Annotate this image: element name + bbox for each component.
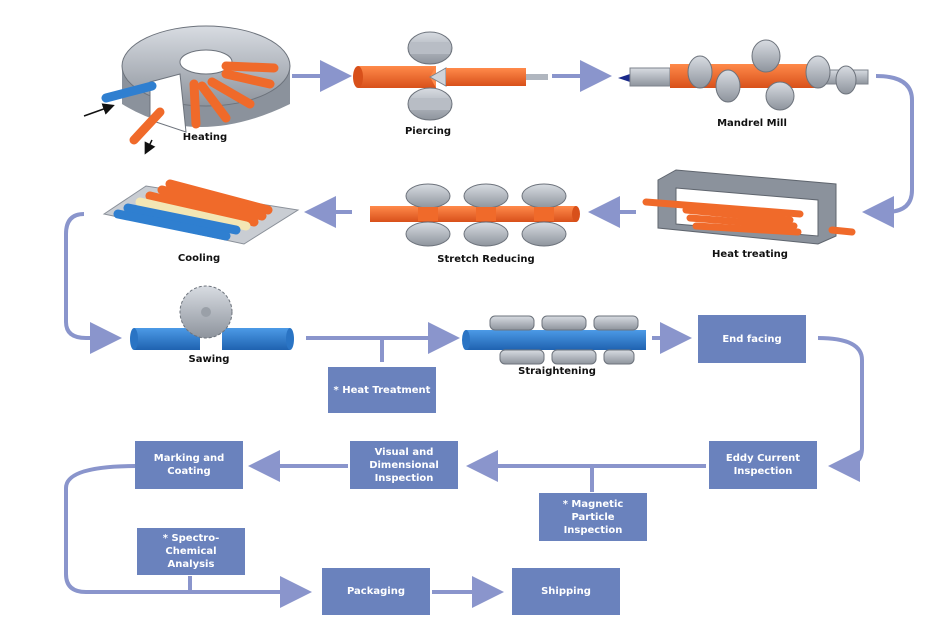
- box-magnetic-particle: * Magnetic Particle Inspection: [539, 493, 647, 541]
- box-visual-dimensional: Visual and Dimensional Inspection: [350, 441, 458, 489]
- heat-treating-illustration: [642, 169, 856, 245]
- cooling-illustration: [102, 179, 300, 245]
- label-stretch-reducing: Stretch Reducing: [437, 254, 535, 265]
- heating-furnace-illustration: [83, 25, 291, 155]
- box-eddy-current: Eddy Current Inspection: [709, 441, 817, 489]
- box-end-facing: End facing: [698, 315, 806, 363]
- stretch-reducing-illustration: [370, 183, 580, 247]
- label-straightening: Straightening: [518, 366, 596, 377]
- box-packaging: Packaging: [322, 568, 430, 615]
- box-spectro-chemical: * Spectro-Chemical Analysis: [137, 528, 245, 575]
- piercing-illustration: [353, 31, 548, 121]
- label-mandrel-mill: Mandrel Mill: [717, 118, 787, 129]
- arrow-mandrel-to-heat-treating: [862, 74, 914, 228]
- box-heat-treatment: * Heat Treatment: [328, 367, 436, 413]
- label-piercing: Piercing: [404, 126, 452, 137]
- arrow-end-facing-to-eddy: [817, 336, 864, 482]
- label-cooling: Cooling: [177, 253, 221, 264]
- arrow-marking-to-packaging: [64, 464, 312, 608]
- label-heating: Heating: [182, 132, 228, 143]
- label-sawing: Sawing: [188, 354, 230, 365]
- flow-arrows: [64, 60, 914, 608]
- mandrel-mill-illustration: [618, 39, 869, 111]
- arrow-cooling-to-sawing: [64, 212, 122, 354]
- sawing-illustration: [130, 285, 294, 350]
- box-marking-coating: Marking and Coating: [135, 441, 243, 489]
- label-heat-treating: Heat treating: [712, 249, 788, 260]
- box-shipping: Shipping: [512, 568, 620, 615]
- straightening-illustration: [462, 315, 646, 365]
